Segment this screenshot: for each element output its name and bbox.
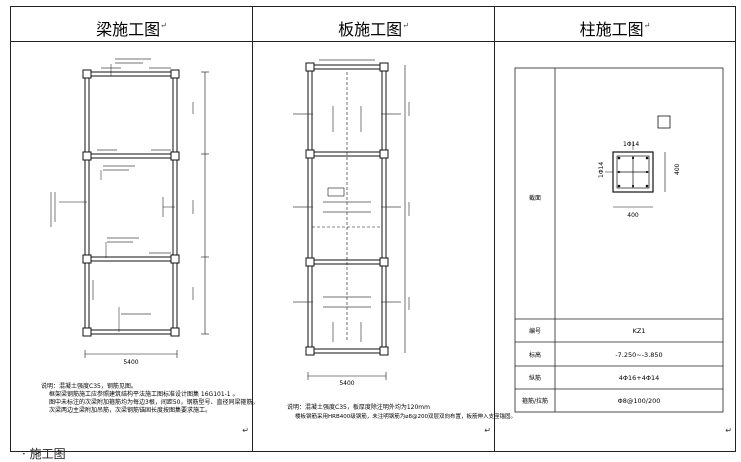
slab-bottom-dimension: 5400 [339, 380, 354, 387]
column-cell: 1Φ14 1Φ14 400 400 截面 编号 KZ1 标高 -7.250~-3… [494, 41, 736, 452]
return-mark: ↵ [402, 21, 409, 31]
section-top-label: 1Φ14 [623, 141, 639, 148]
row-label-elevation: 标高 [529, 351, 541, 359]
row-value-stirrup: Φ8@100/200 [618, 397, 661, 405]
header-slab-text: 板施工图 [338, 19, 403, 39]
beam-note-line: 次梁两边主梁附加吊筋，次梁钢筋锚固长度按图集要求施工。 [49, 406, 211, 414]
row-value-longitudinal: 4Φ16+4Φ14 [619, 374, 660, 382]
beam-note-line: 说明：混凝土强度C35，钢筋见图。 [41, 382, 137, 390]
row-label-longitudinal: 纵筋 [529, 374, 541, 382]
return-mark: ↵ [242, 426, 249, 435]
header-column: 柱施工图↵ [494, 6, 736, 42]
row-label-stirrup: 箍筋/拉筋 [522, 397, 548, 405]
beam-plan-drawing: 5400 说明：混凝土强度C35，钢筋见图。 框架梁钢筋施工应参照建筑结构平法施… [41, 58, 258, 414]
return-mark: ↵ [725, 426, 732, 435]
slab-note-line: 楼板钢筋采用HRB400级钢筋，未注明钢筋为⌀8@200双层双向布置，板筋伸入支… [295, 412, 516, 420]
row-value-elevation: -7.250~-3.850 [615, 351, 662, 359]
footer-fragment: · 施工图 [22, 447, 66, 461]
beam-note-line: 图中未标注的次梁附加箍筋均为每边3根，间距50，钢筋型号、直径同梁箍筋， [49, 398, 258, 406]
section-right-dimension: 400 [674, 163, 681, 175]
beam-note-line: 框架梁钢筋施工应参照建筑结构平法施工图标准设计图集 16G101-1 。 [49, 390, 239, 398]
slab-cell: 5400 说明：混凝土强度C35，板厚度除注明外均为120mm 楼板钢筋采用HR… [252, 41, 516, 452]
row-value-id: KZ1 [633, 327, 646, 335]
row-label-id: 编号 [529, 327, 541, 335]
return-mark: ↵ [484, 426, 491, 435]
header-column-text: 柱施工图 [579, 19, 644, 39]
slab-plan-drawing: 5400 说明：混凝土强度C35，板厚度除注明外均为120mm 楼板钢筋采用HR… [287, 59, 516, 420]
drawing-table: 梁施工图↵ 板施工图↵ 柱施工图↵ [10, 6, 736, 452]
beam-bottom-dimension: 5400 [123, 359, 138, 366]
return-mark: ↵ [643, 21, 651, 31]
section-row-label: 截面 [529, 194, 541, 202]
slab-note-line: 说明：混凝土强度C35，板厚度除注明外均为120mm [287, 403, 430, 411]
column-schedule-drawing: 1Φ14 1Φ14 400 400 截面 编号 KZ1 标高 -7.250~-3… [514, 67, 724, 413]
header-beam-text: 梁施工图 [96, 19, 161, 39]
section-left-label: 1Φ14 [598, 162, 605, 178]
return-mark: ↵ [160, 21, 167, 31]
header-beam: 梁施工图↵ [10, 6, 253, 42]
beam-cell: 5400 说明：混凝土强度C35，钢筋见图。 框架梁钢筋施工应参照建筑结构平法施… [10, 41, 258, 452]
section-bottom-dimension: 400 [627, 212, 639, 219]
header-slab: 板施工图↵ [252, 6, 495, 42]
